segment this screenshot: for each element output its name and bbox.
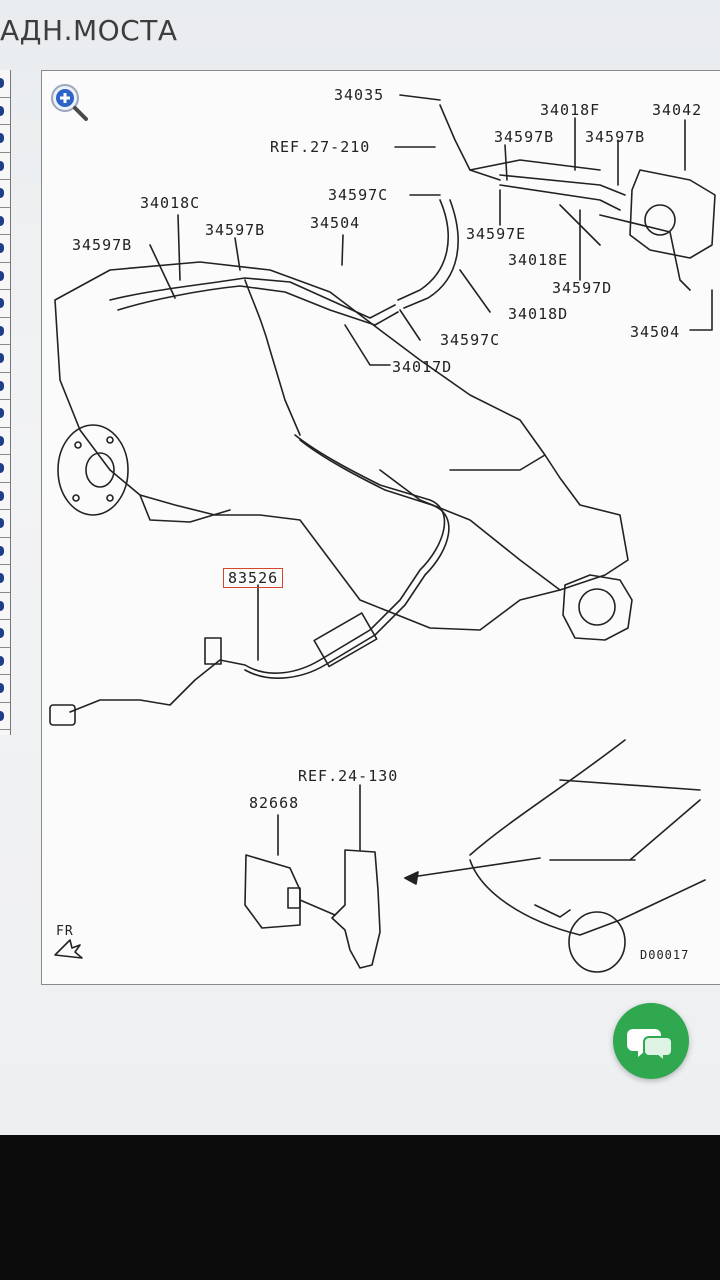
label-ref-24-130: REF.24-130 xyxy=(298,767,399,785)
right-flange xyxy=(562,574,633,641)
sidebar-row[interactable] xyxy=(0,483,10,510)
sidebar-row[interactable] xyxy=(0,345,10,373)
sidebar-row[interactable] xyxy=(0,538,10,565)
sidebar-row[interactable] xyxy=(0,565,10,593)
sidebar-row[interactable] xyxy=(0,675,10,703)
label-34597B-d: 34597B xyxy=(72,236,133,254)
sidebar-row[interactable] xyxy=(0,400,10,428)
sidebar-row[interactable] xyxy=(0,263,10,290)
label-ref-27-210: REF.27-210 xyxy=(270,138,371,156)
sidebar-row[interactable] xyxy=(0,318,10,345)
page-title: АДН.МОСТА xyxy=(0,14,178,47)
sidebar-row[interactable] xyxy=(0,153,10,180)
sidebar-row[interactable] xyxy=(0,593,10,620)
label-34035: 34035 xyxy=(334,86,385,104)
sidebar-row[interactable] xyxy=(0,208,10,235)
label-34018C: 34018C xyxy=(140,194,201,212)
sidebar-row[interactable] xyxy=(0,703,10,730)
label-82668: 82668 xyxy=(249,794,300,812)
label-34018E: 34018E xyxy=(508,251,569,269)
label-34597C-b: 34597C xyxy=(440,331,501,349)
bracket-ref24 xyxy=(331,849,381,969)
chat-button[interactable] xyxy=(613,1003,689,1079)
label-34018F: 34018F xyxy=(540,101,601,119)
hose-34018C xyxy=(109,277,396,319)
sidebar-list[interactable] xyxy=(0,70,11,735)
label-34018D: 34018D xyxy=(508,305,569,323)
sidebar-row[interactable] xyxy=(0,620,10,648)
label-34597B-c: 34597B xyxy=(205,221,266,239)
label-fr: FR xyxy=(56,924,74,939)
diagram-code: D00017 xyxy=(640,948,690,962)
label-34504-a: 34504 xyxy=(310,214,361,232)
sidebar-row[interactable] xyxy=(0,180,10,208)
left-flange xyxy=(57,424,129,516)
ecu-82668 xyxy=(244,854,301,929)
diagram-panel xyxy=(41,70,720,985)
screen: АДН.МОСТА xyxy=(0,0,720,1135)
harness-83526 xyxy=(69,434,446,713)
sidebar-row[interactable] xyxy=(0,70,10,98)
sidebar-row[interactable] xyxy=(0,455,10,483)
sidebar-row[interactable] xyxy=(0,235,10,263)
sidebar-row[interactable] xyxy=(0,290,10,318)
label-34042: 34042 xyxy=(652,101,703,119)
label-83526-highlighted[interactable]: 83526 xyxy=(223,568,284,588)
sidebar-row[interactable] xyxy=(0,648,10,675)
fr-arrow xyxy=(54,939,83,959)
valve-34042 xyxy=(629,169,716,259)
sidebar-row[interactable] xyxy=(0,428,10,455)
sidebar-row[interactable] xyxy=(0,373,10,400)
chat-bubbles-icon xyxy=(627,1029,673,1064)
magnify-plus-icon[interactable] xyxy=(49,82,89,122)
label-34597E: 34597E xyxy=(466,225,527,243)
hose-34018D xyxy=(397,199,449,301)
sidebar-row[interactable] xyxy=(0,98,10,125)
hose-34018E xyxy=(499,184,621,211)
label-34597D: 34597D xyxy=(552,279,613,297)
sidebar-row[interactable] xyxy=(0,125,10,153)
label-34504-b: 34504 xyxy=(630,323,681,341)
car-outline xyxy=(469,739,706,936)
label-34597B-b: 34597B xyxy=(585,128,646,146)
label-34017D: 34017D xyxy=(392,358,453,376)
label-34597C-a: 34597C xyxy=(328,186,389,204)
parts-diagram xyxy=(49,94,716,973)
label-34597B-a: 34597B xyxy=(494,128,555,146)
sidebar-row[interactable] xyxy=(0,510,10,538)
